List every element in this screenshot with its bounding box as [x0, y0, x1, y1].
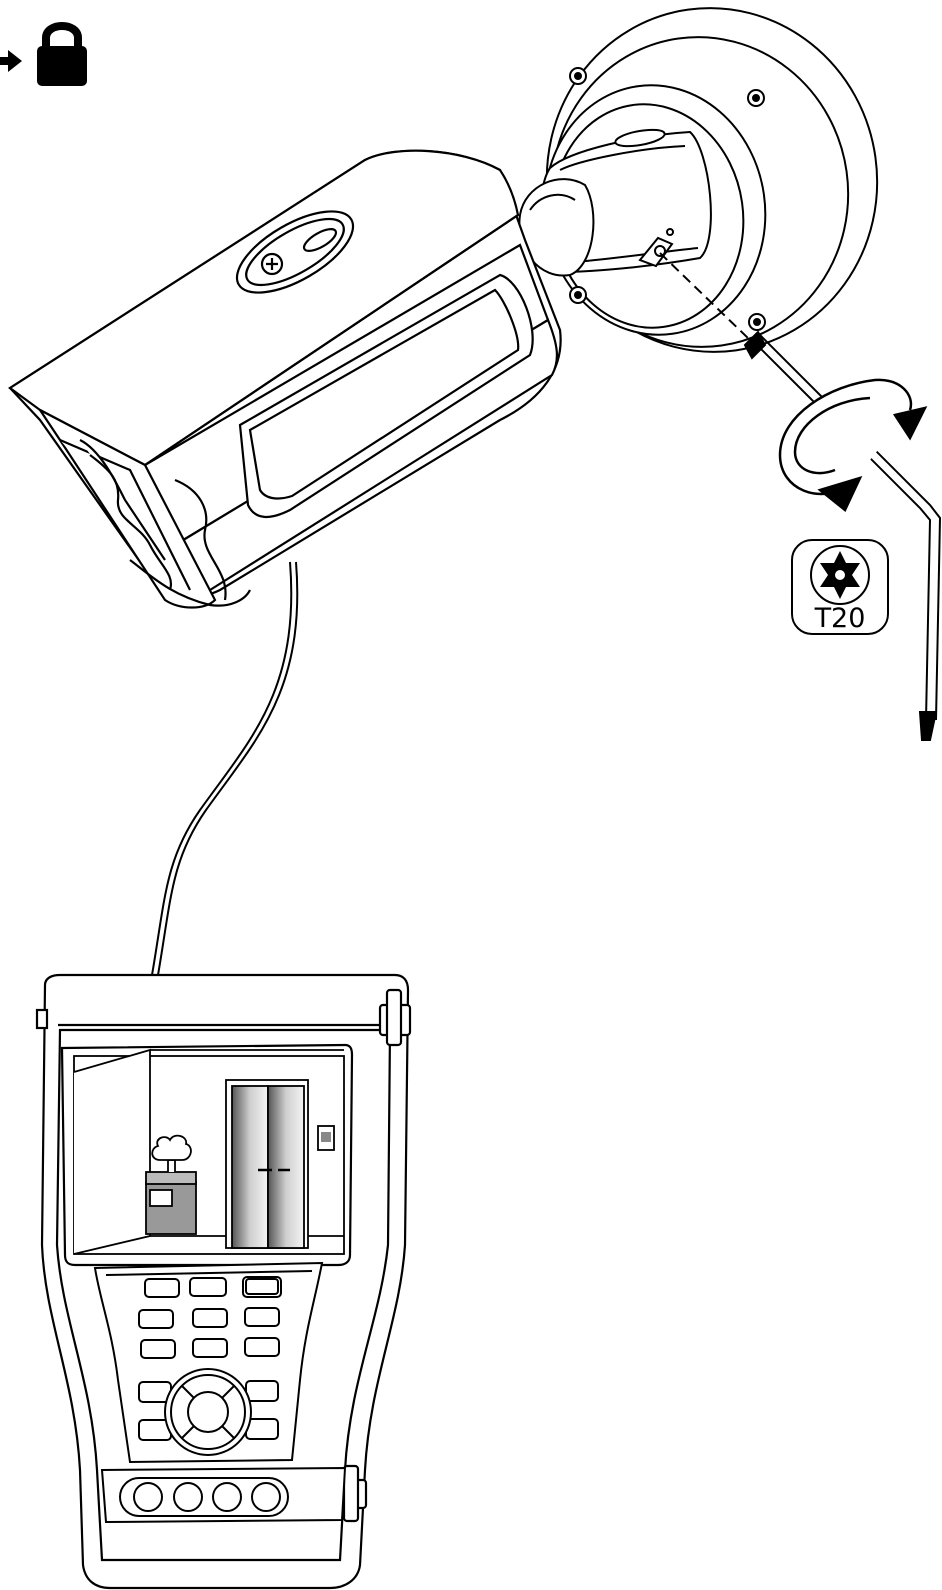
torx-size-label: T20: [814, 603, 866, 634]
lock-indicator: [0, 26, 87, 86]
test-cable: [152, 562, 297, 975]
padlock-icon: [37, 26, 87, 86]
bullet-camera: [10, 151, 561, 608]
arrow-right-icon: [0, 50, 22, 72]
torx-badge: T20: [792, 540, 888, 634]
monitor-screen: [74, 1050, 344, 1254]
monitor-bottom-buttons: [102, 1468, 345, 1522]
monitor-keypad: [95, 1263, 322, 1462]
mount-arm: [519, 127, 711, 276]
